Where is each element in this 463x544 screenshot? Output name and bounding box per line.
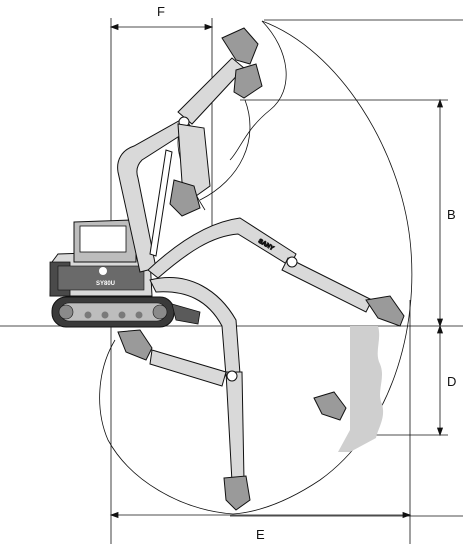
crawler-track (51, 296, 175, 328)
cab-window (79, 225, 127, 253)
outer-reach-arc (232, 20, 413, 515)
cab-model-label: SY80U (96, 281, 115, 287)
arm-pose-down (117, 277, 251, 511)
arm-pose-curled (169, 123, 211, 217)
dim-e-arrow-left (109, 511, 119, 519)
track-roller-1 (84, 311, 92, 319)
cylinder-raised (149, 149, 173, 257)
dim-b-arrow-bottom (436, 318, 444, 328)
inner-swing-arc-mid (199, 99, 251, 201)
dimension-arrows (109, 23, 444, 519)
excavator-machine: SY80U (49, 219, 201, 328)
lower-reach-arc (99, 339, 234, 515)
stick-horizontal (281, 257, 373, 313)
bucket-raised (221, 27, 259, 65)
excavation-wall (338, 326, 384, 452)
track-idler-front (58, 304, 74, 320)
label-b: B (447, 207, 456, 222)
bucket-swing (117, 329, 153, 361)
bucket-raised-2 (233, 63, 263, 99)
stick-curled (177, 123, 211, 197)
pivot-down (226, 370, 238, 382)
pivot-horizontal (286, 256, 298, 268)
dim-d-arrow-bottom (436, 427, 444, 437)
bucket-curled (169, 179, 201, 217)
stick-swing (149, 349, 227, 387)
track-sprocket-rear (152, 304, 168, 320)
dim-e-arrow-right (402, 511, 412, 519)
label-e: E (256, 527, 265, 542)
dim-f-arrow-left (109, 23, 119, 31)
bucket-down (223, 475, 251, 511)
dim-d-arrow-top (436, 324, 444, 334)
stick-down (225, 371, 245, 483)
dozer-blade (171, 303, 201, 325)
track-roller-4 (135, 311, 143, 319)
track-roller-3 (118, 311, 126, 319)
bucket-horizontal (365, 295, 405, 327)
dim-f-arrow-right (204, 23, 214, 31)
track-roller-2 (101, 311, 109, 319)
inner-swing-arc-upper (229, 20, 287, 161)
label-d: D (447, 374, 456, 389)
dim-b-arrow-top (436, 98, 444, 108)
arm-pose-horizontal: SANY (147, 217, 405, 327)
track-inner (59, 302, 167, 322)
sany-logo-mark (99, 267, 107, 275)
boom-horizontal (147, 217, 297, 279)
label-f: F (157, 4, 165, 19)
bucket-at-wall (313, 391, 347, 421)
